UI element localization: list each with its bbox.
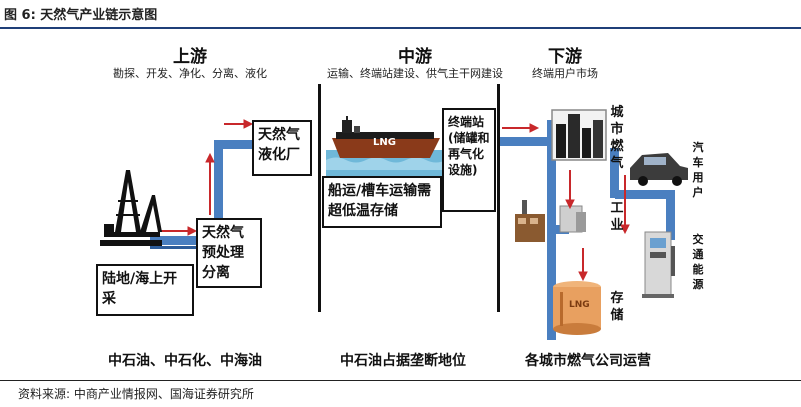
downstream-title: 下游 [548, 47, 582, 67]
downstream-companies: 各城市燃气公司运营 [525, 353, 651, 369]
ship-lng-label: LNG [373, 137, 396, 148]
box-land-sea-extraction: 陆地/海上开采 [96, 264, 194, 316]
factory-icon [515, 200, 586, 242]
lng-storage-tank-icon [553, 281, 601, 335]
downstream-arrows [565, 170, 630, 282]
midstream-title: 中游 [398, 47, 432, 67]
source-note: 资料来源: 中商产业情报网、国海证券研究所 [18, 387, 254, 401]
midstream-desc: 运输、终端站建设、供气主干网建设 [327, 67, 503, 80]
upstream-desc: 勘探、开发、净化、分离、液化 [113, 67, 267, 80]
upstream-pipes [150, 140, 252, 249]
downstream-desc: 终端用户市场 [532, 67, 598, 80]
footer-rule [0, 380, 801, 381]
box-liquefaction-plant: 天然气液化厂 [252, 120, 312, 176]
midstream-companies: 中石油占据垄断地位 [340, 353, 466, 369]
car-icon [630, 153, 688, 186]
upstream-arrows [160, 119, 254, 236]
tank-lng-label: LNG [569, 300, 590, 310]
label-industry: 工业 [610, 201, 624, 233]
figure-title: 图 6: 天然气产业链示意图 [4, 8, 158, 23]
label-transport-energy: 交通能源 [692, 233, 704, 291]
label-car-users: 汽车用户 [692, 141, 704, 199]
upstream-companies: 中石油、中石化、中海油 [108, 353, 262, 369]
divider-upstream-midstream [318, 84, 321, 312]
divider-midstream-downstream [497, 84, 500, 312]
box-transport-storage: 船运/槽车运输需超低温存储 [322, 176, 442, 228]
label-city-gas: 城市燃气 [610, 105, 624, 171]
upstream-title: 上游 [173, 47, 207, 67]
lng-ship-icon [326, 116, 446, 180]
title-rule [0, 27, 801, 29]
gas-pump-icon [642, 231, 675, 298]
label-storage: 存储 [610, 291, 624, 323]
box-terminal-station: 终端站(储罐和再气化设施) [442, 108, 496, 212]
oil-rig-icon [100, 170, 162, 246]
city-skyline-icon [551, 109, 607, 161]
box-preprocess-separation: 天然气预处理分离 [196, 218, 262, 288]
